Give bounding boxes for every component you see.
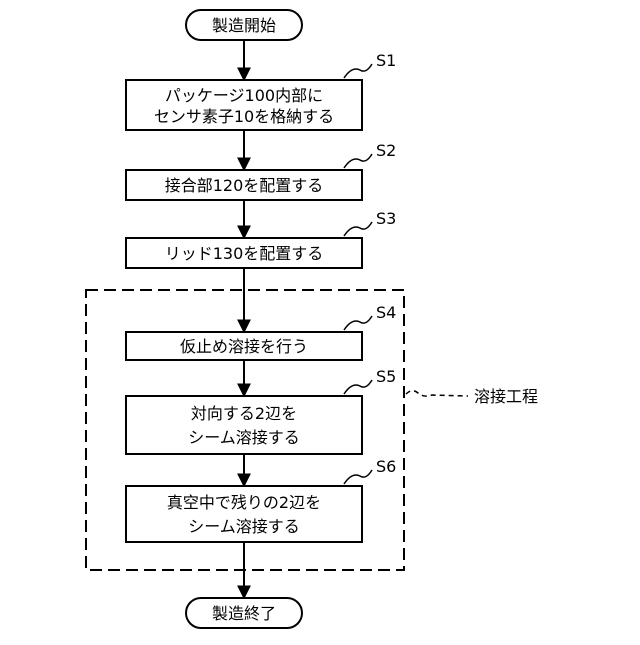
step-s2-line-1: 接合部120を配置する [165,176,324,195]
step-s3: リッド130を配置する S3 [126,209,396,268]
step-s1-id: S1 [376,51,396,70]
step-s2-leader [344,154,372,168]
welding-process-label-group: 溶接工程 [406,387,538,406]
step-s5-line-1: 対向する2辺を [191,404,297,423]
step-s6: 真空中で残りの2辺を シーム溶接する S6 [126,457,396,542]
step-s3-leader [344,222,372,236]
end-label: 製造終了 [212,604,276,623]
step-s2: 接合部120を配置する S2 [126,141,396,200]
step-s1-line-1: パッケージ100内部に [165,86,323,105]
welding-process-label: 溶接工程 [474,387,538,406]
step-s5-line-2: シーム溶接する [188,428,300,447]
end-terminal: 製造終了 [186,598,302,628]
step-s1-line-2: センサ素子10を格納する [154,107,334,126]
step-s4: 仮止め溶接を行う S4 [126,303,396,360]
start-terminal: 製造開始 [186,10,302,40]
step-s1-leader [344,64,372,78]
step-s3-line-1: リッド130を配置する [165,244,324,263]
step-s3-id: S3 [376,209,396,228]
step-s4-id: S4 [376,303,396,322]
step-s6-line-1: 真空中で残りの2辺を [167,493,321,512]
step-s6-id: S6 [376,457,396,476]
step-s5-leader [344,380,372,394]
step-s5: 対向する2辺を シーム溶接する S5 [126,367,396,454]
step-s6-leader [344,470,372,484]
step-s2-id: S2 [376,141,396,160]
step-s4-line-1: 仮止め溶接を行う [180,337,308,356]
start-label: 製造開始 [212,16,276,35]
step-s4-leader [344,316,372,330]
step-s6-line-2: シーム溶接する [188,517,300,536]
welding-process-leader [406,391,468,396]
step-s5-id: S5 [376,367,396,386]
step-s1: パッケージ100内部に センサ素子10を格納する S1 [126,51,396,130]
